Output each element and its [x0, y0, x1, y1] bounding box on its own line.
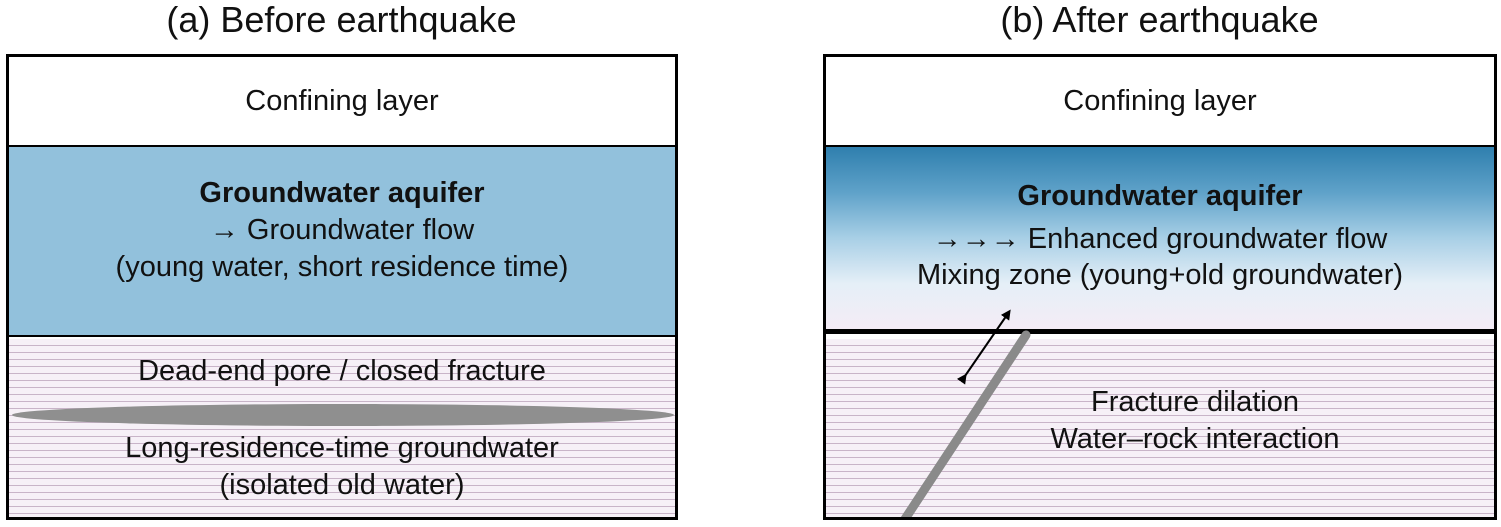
confining-layer-label: Confining layer: [1063, 85, 1257, 117]
confining-layer: Confining layer: [826, 57, 1494, 147]
bedrock-layer: [9, 339, 675, 517]
aquifer-flow-label: → Groundwater flow: [209, 214, 475, 246]
groundwater-aquifer: Groundwater aquifer → Groundwater flow (…: [9, 147, 675, 337]
closed-fracture-lens: [12, 404, 674, 426]
panel-a-title: (a) Before earthquake: [166, 0, 517, 40]
aquifer-title: Groundwater aquifer: [199, 177, 485, 209]
water-rock-interaction-label: Water–rock interaction: [1050, 423, 1340, 455]
fracture-dilation-label: Fracture dilation: [1091, 386, 1299, 418]
old-groundwater-label: Long-residence-time groundwater: [125, 432, 559, 464]
fracture-graphics: [900, 309, 1031, 517]
bedrock-layer: [826, 339, 1494, 517]
panel-after-earthquake: Confining layer Groundwater aquifer →→→ …: [823, 54, 1497, 520]
isolated-water-label: (isolated old water): [219, 469, 465, 501]
confining-layer-label: Confining layer: [245, 85, 439, 117]
panel-b-title: (b) After earthquake: [1000, 0, 1319, 40]
panel-before-earthquake: Confining layer Groundwater aquifer → Gr…: [6, 54, 678, 520]
enhanced-flow-label: →→→ Enhanced groundwater flow: [932, 223, 1388, 255]
aquifer-title: Groundwater aquifer: [1017, 180, 1303, 212]
exchange-double-arrow: [956, 309, 1011, 385]
dead-end-pore-label: Dead-end pore / closed fracture: [138, 355, 546, 387]
groundwater-aquifer: Groundwater aquifer →→→ Enhanced groundw…: [826, 147, 1494, 334]
aquifer-water-age-label: (young water, short residence time): [115, 251, 569, 283]
mixing-zone-label: Mixing zone (young+old groundwater): [916, 259, 1404, 291]
confining-layer: Confining layer: [9, 57, 675, 147]
